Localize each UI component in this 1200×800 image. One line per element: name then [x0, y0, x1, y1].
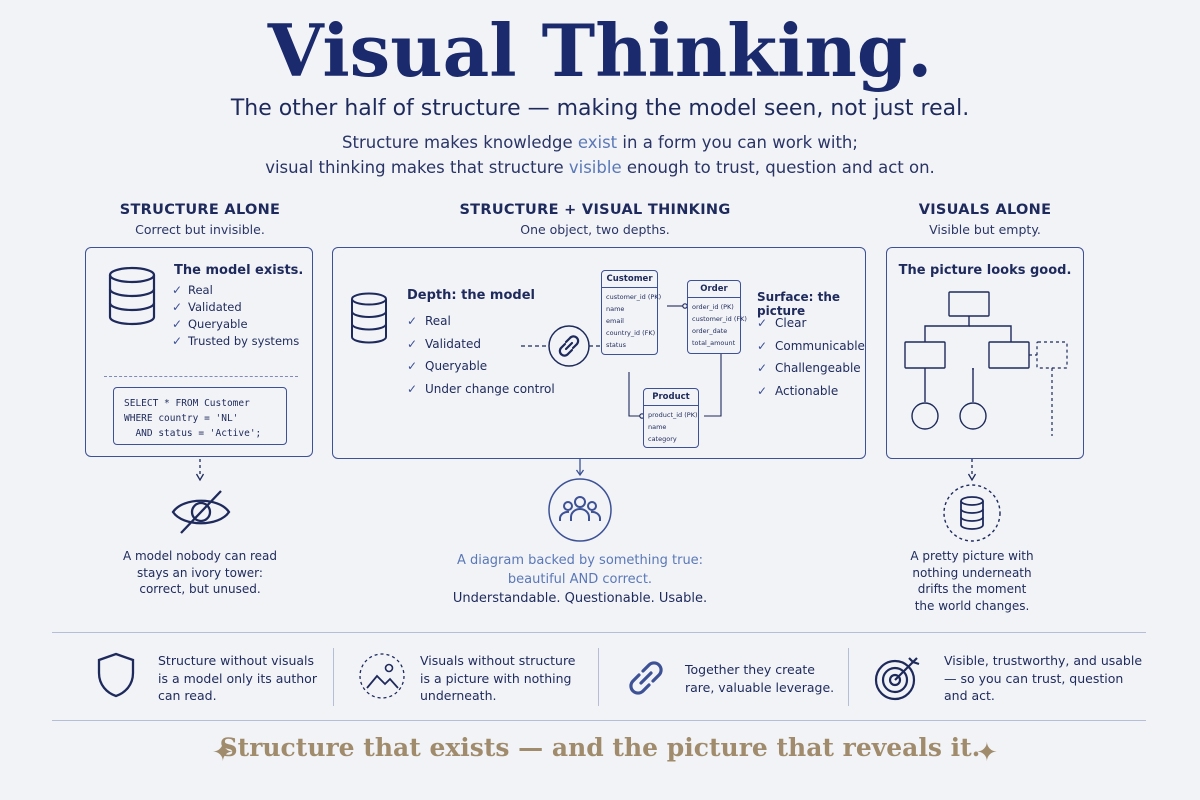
footer-bottom-rule	[52, 720, 1146, 721]
entity-customer: Customer customer_id (PK) name email cou…	[601, 270, 662, 355]
image-icon	[359, 653, 405, 699]
check-icon: ✓	[757, 338, 768, 353]
check-icon: ✓	[172, 317, 183, 331]
middle-column-heading: STRUCTURE + VISUAL THINKING	[459, 202, 731, 218]
tagline: Structure that exists — and the picture …	[219, 733, 981, 762]
page-subtitle: The other half of structure — making the…	[230, 96, 970, 121]
intro-line-1: Structure makes knowledge exist in a for…	[342, 133, 858, 152]
entity-field: customer_id (PK)	[606, 293, 662, 301]
check-item: ✓Under change control	[407, 378, 555, 401]
sparkle-icon: ✦	[212, 738, 234, 768]
intro-line-2: visual thinking makes that structure vis…	[265, 158, 935, 177]
right-panel-title: The picture looks good.	[898, 263, 1072, 278]
footer-text-4: Visible, trustworthy, and usable — so yo…	[944, 653, 1143, 703]
entity-field: order_date	[692, 327, 728, 335]
database-icon	[108, 266, 156, 326]
entity-field: product_id (PK)	[648, 411, 698, 419]
empty-tree-diagram	[904, 291, 1068, 436]
erd-connectors	[628, 303, 722, 419]
middle-caption: A diagram backed by something true: beau…	[452, 553, 708, 606]
check-item: ✓Communicable	[757, 335, 865, 358]
footer-divider	[333, 648, 334, 706]
entity-fields: order_id (PK) customer_id (FK) order_dat…	[688, 298, 747, 352]
eye-off-icon	[171, 490, 231, 534]
dashed-arrow	[967, 459, 977, 482]
check-icon: ✓	[407, 336, 418, 351]
check-item: ✓Validated	[407, 333, 555, 356]
entity-field: name	[648, 423, 667, 431]
check-item: ✓Queryable	[172, 317, 248, 331]
entity-field: status	[606, 341, 626, 349]
down-arrow	[575, 459, 585, 477]
dashed-arrow	[195, 459, 205, 482]
entity-field: order_id (PK)	[692, 303, 734, 311]
left-panel-title: The model exists.	[174, 263, 304, 278]
footer-text-1: Structure without visuals is a model onl…	[158, 653, 317, 703]
visuals-alone-panel: The picture looks good.	[886, 247, 1084, 459]
check-item: ✓Clear	[757, 312, 865, 335]
check-item: ✓Real	[172, 283, 213, 297]
people-group-icon	[548, 478, 612, 542]
right-column-heading: VISUALS ALONE	[918, 202, 1052, 218]
database-icon	[351, 292, 387, 344]
footer-text-3: Together they create rare, valuable leve…	[685, 662, 835, 695]
check-item: ✓Trusted by systems	[172, 334, 300, 348]
check-icon: ✓	[757, 383, 768, 398]
depth-check-list: ✓Real ✓Validated ✓Queryable ✓Under chang…	[407, 310, 555, 400]
sparkle-icon: ✦	[976, 738, 998, 768]
entity-field: email	[606, 317, 624, 325]
check-icon: ✓	[172, 334, 183, 348]
structure-alone-panel: The model exists. ✓Real ✓Validated ✓Quer…	[85, 247, 313, 457]
footer-divider	[848, 648, 849, 706]
structure-visual-panel: Depth: the model ✓Real ✓Validated ✓Query…	[332, 247, 866, 459]
check-icon: ✓	[172, 300, 183, 314]
surface-title: Surface: the picture	[757, 290, 841, 318]
empty-database-icon	[943, 484, 1001, 542]
depth-title: Depth: the model	[407, 288, 535, 303]
footer-divider	[598, 648, 599, 706]
check-item: ✓Real	[407, 310, 555, 333]
surface-check-list: ✓Clear ✓Communicable ✓Challengeable ✓Act…	[757, 312, 865, 402]
footer-top-rule	[52, 632, 1146, 633]
check-icon: ✓	[407, 381, 418, 396]
link-icon	[521, 325, 621, 367]
link-icon	[629, 661, 663, 695]
entity-fields: customer_id (PK) name email country_id (…	[602, 288, 662, 354]
page-title: Visual Thinking.	[267, 8, 933, 93]
divider	[104, 376, 298, 377]
check-item: ✓Validated	[172, 300, 242, 314]
check-item: ✓Challengeable	[757, 357, 865, 380]
shield-icon	[97, 652, 135, 698]
entity-fields: product_id (PK) name category	[644, 406, 698, 448]
entity-field: customer_id (FK)	[692, 315, 747, 323]
check-icon: ✓	[407, 359, 418, 373]
check-item: ✓Queryable	[407, 355, 555, 378]
footer-text-2: Visuals without structure is a picture w…	[420, 653, 576, 703]
entity-field: total_amount	[692, 339, 736, 347]
entity-field: name	[606, 305, 625, 313]
check-item: ✓Actionable	[757, 380, 865, 403]
entity-name: Customer	[602, 271, 657, 288]
entity-order: Order order_id (PK) customer_id (FK) ord…	[687, 280, 747, 354]
right-column-subheading: Visible but empty.	[929, 222, 1041, 237]
entity-field: country_id (FK)	[606, 329, 656, 337]
left-column-heading: STRUCTURE ALONE	[119, 202, 281, 218]
left-caption: A model nobody can read stays an ivory t…	[122, 549, 278, 596]
target-icon	[874, 657, 920, 701]
left-check-list: ✓Real ✓Validated ✓Queryable ✓Trusted by …	[172, 282, 299, 350]
entity-field: category	[648, 435, 677, 443]
left-column-subheading: Correct but invisible.	[135, 222, 265, 237]
check-icon: ✓	[407, 314, 418, 328]
entity-name: Order	[688, 281, 740, 298]
entity-product: Product product_id (PK) name category	[643, 388, 699, 448]
entity-name: Product	[644, 389, 698, 406]
check-icon: ✓	[172, 283, 183, 297]
check-icon: ✓	[757, 361, 768, 375]
check-icon: ✓	[757, 316, 768, 330]
middle-column-subheading: One object, two depths.	[520, 222, 670, 237]
right-caption: A pretty picture with nothing underneath…	[910, 549, 1034, 613]
